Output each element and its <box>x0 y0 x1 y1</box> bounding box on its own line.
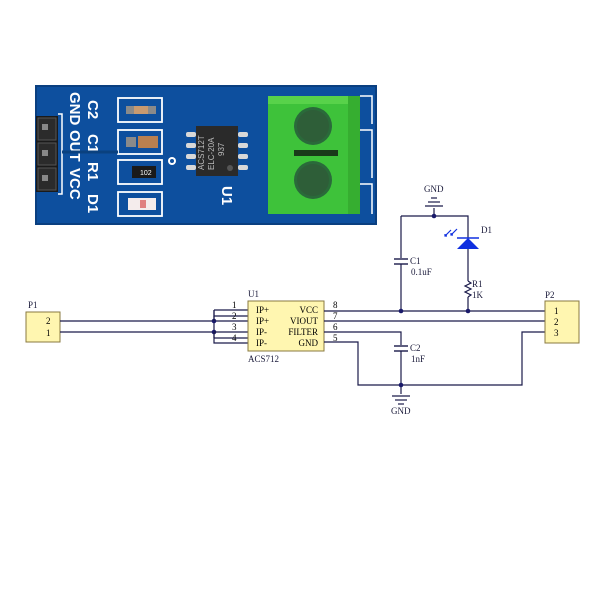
chip-marking-3: 937 <box>217 142 226 156</box>
header-label-vcc: VCC <box>66 168 83 200</box>
p2-pin-3: 3 <box>554 328 559 338</box>
d1-ref: D1 <box>481 225 492 235</box>
r1-ref: R1 <box>472 279 483 289</box>
r1-part <box>132 166 156 178</box>
u1-pin-3-name: IP- <box>256 327 267 337</box>
c2-ref: C2 <box>410 343 421 353</box>
r1-code: 102 <box>140 170 152 177</box>
chip-pads <box>186 132 248 170</box>
u1-pin-6-name: FILTER <box>288 327 318 337</box>
u1-pin-1-num: 1 <box>232 300 237 310</box>
r1-value: 1K <box>472 290 484 300</box>
p2-pin-2: 2 <box>554 317 559 327</box>
chip-marking-2: ELC-20A <box>207 137 216 170</box>
u1-pin-1-name: IP+ <box>256 305 269 315</box>
c2-part <box>134 106 148 114</box>
u1-pin-7-name: VIOUT <box>290 316 318 326</box>
u1-pin-2-num: 2 <box>232 311 237 321</box>
c1-value: 0.1uF <box>411 267 432 277</box>
u1-pin-5-name: GND <box>299 338 319 348</box>
chip-marking-1: ACS712T <box>197 135 206 170</box>
r1-symbol <box>463 280 473 298</box>
header-pins <box>36 113 63 195</box>
screw-terminal <box>268 95 373 214</box>
c1-symbol <box>394 258 408 265</box>
u1-pin-8-name: VCC <box>299 305 318 315</box>
acs712-board-image: GND OUT VCC C2 C1 R1 D1 102 ACS712T ELC-… <box>35 85 377 225</box>
u1-pin-4-name: IP- <box>256 338 267 348</box>
u1-pin-3-num: 3 <box>232 322 237 332</box>
gnd-bottom-label: GND <box>391 406 411 416</box>
u1-pin-8-num: 8 <box>333 300 338 310</box>
p1-pin-2: 2 <box>46 316 51 326</box>
silk-d1: D1 <box>84 194 101 213</box>
c1-part <box>138 136 158 148</box>
smd-outlines <box>117 97 163 217</box>
silk-c1: C1 <box>84 134 101 153</box>
gnd-top-label: GND <box>424 184 444 194</box>
silk-r1: R1 <box>84 162 101 181</box>
p2-pin-1: 1 <box>554 306 559 316</box>
gnd-top-icon <box>425 197 443 207</box>
wire-gnd <box>324 331 545 386</box>
u1-pin-4-num: 4 <box>232 333 237 343</box>
gnd-bottom-icon <box>392 395 410 405</box>
header-label-gnd: GND <box>66 92 83 126</box>
p2-ref: P2 <box>545 290 555 300</box>
u1-ref: U1 <box>248 289 259 299</box>
silk-u1: U1 <box>218 186 235 205</box>
silk-c2: C2 <box>84 100 101 119</box>
wire-filter <box>324 331 402 345</box>
u1-part: ACS712 <box>248 354 279 364</box>
led-d1-icon <box>444 228 479 249</box>
acs712-symbol <box>247 300 325 352</box>
c2-value: 1nF <box>411 354 425 364</box>
c1-ref: C1 <box>410 256 421 266</box>
u1-pin-7-num: 7 <box>333 311 338 321</box>
u1-pin-6-num: 6 <box>333 322 338 332</box>
c2-symbol <box>394 345 408 352</box>
p1-connector <box>25 311 61 343</box>
p1-ref: P1 <box>28 300 38 310</box>
header-label-out: OUT <box>66 130 83 162</box>
p1-pin-1: 1 <box>46 328 51 338</box>
u1-pin-5-num: 5 <box>333 333 338 343</box>
u1-pin-2-name: IP+ <box>256 316 269 326</box>
p2-connector <box>544 300 580 344</box>
